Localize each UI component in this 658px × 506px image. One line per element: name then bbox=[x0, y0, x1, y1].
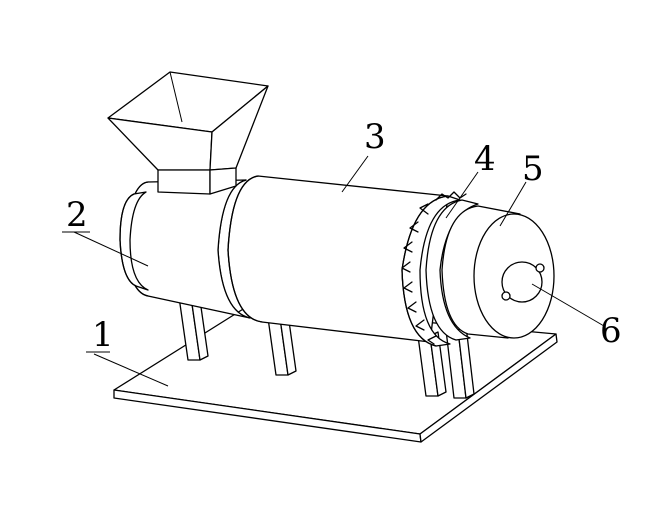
feed-housing bbox=[119, 179, 251, 319]
label-5: 5 bbox=[522, 149, 544, 189]
label-4: 4 bbox=[474, 139, 496, 179]
label-3: 3 bbox=[364, 117, 386, 157]
shaft-end bbox=[501, 261, 545, 303]
leader-lines bbox=[73, 155, 605, 387]
base-plate bbox=[113, 305, 558, 443]
gear-ring bbox=[401, 191, 479, 347]
label-1: 1 bbox=[92, 315, 114, 355]
hopper bbox=[107, 71, 269, 195]
label-2: 2 bbox=[66, 195, 88, 235]
label-6: 6 bbox=[600, 311, 622, 351]
